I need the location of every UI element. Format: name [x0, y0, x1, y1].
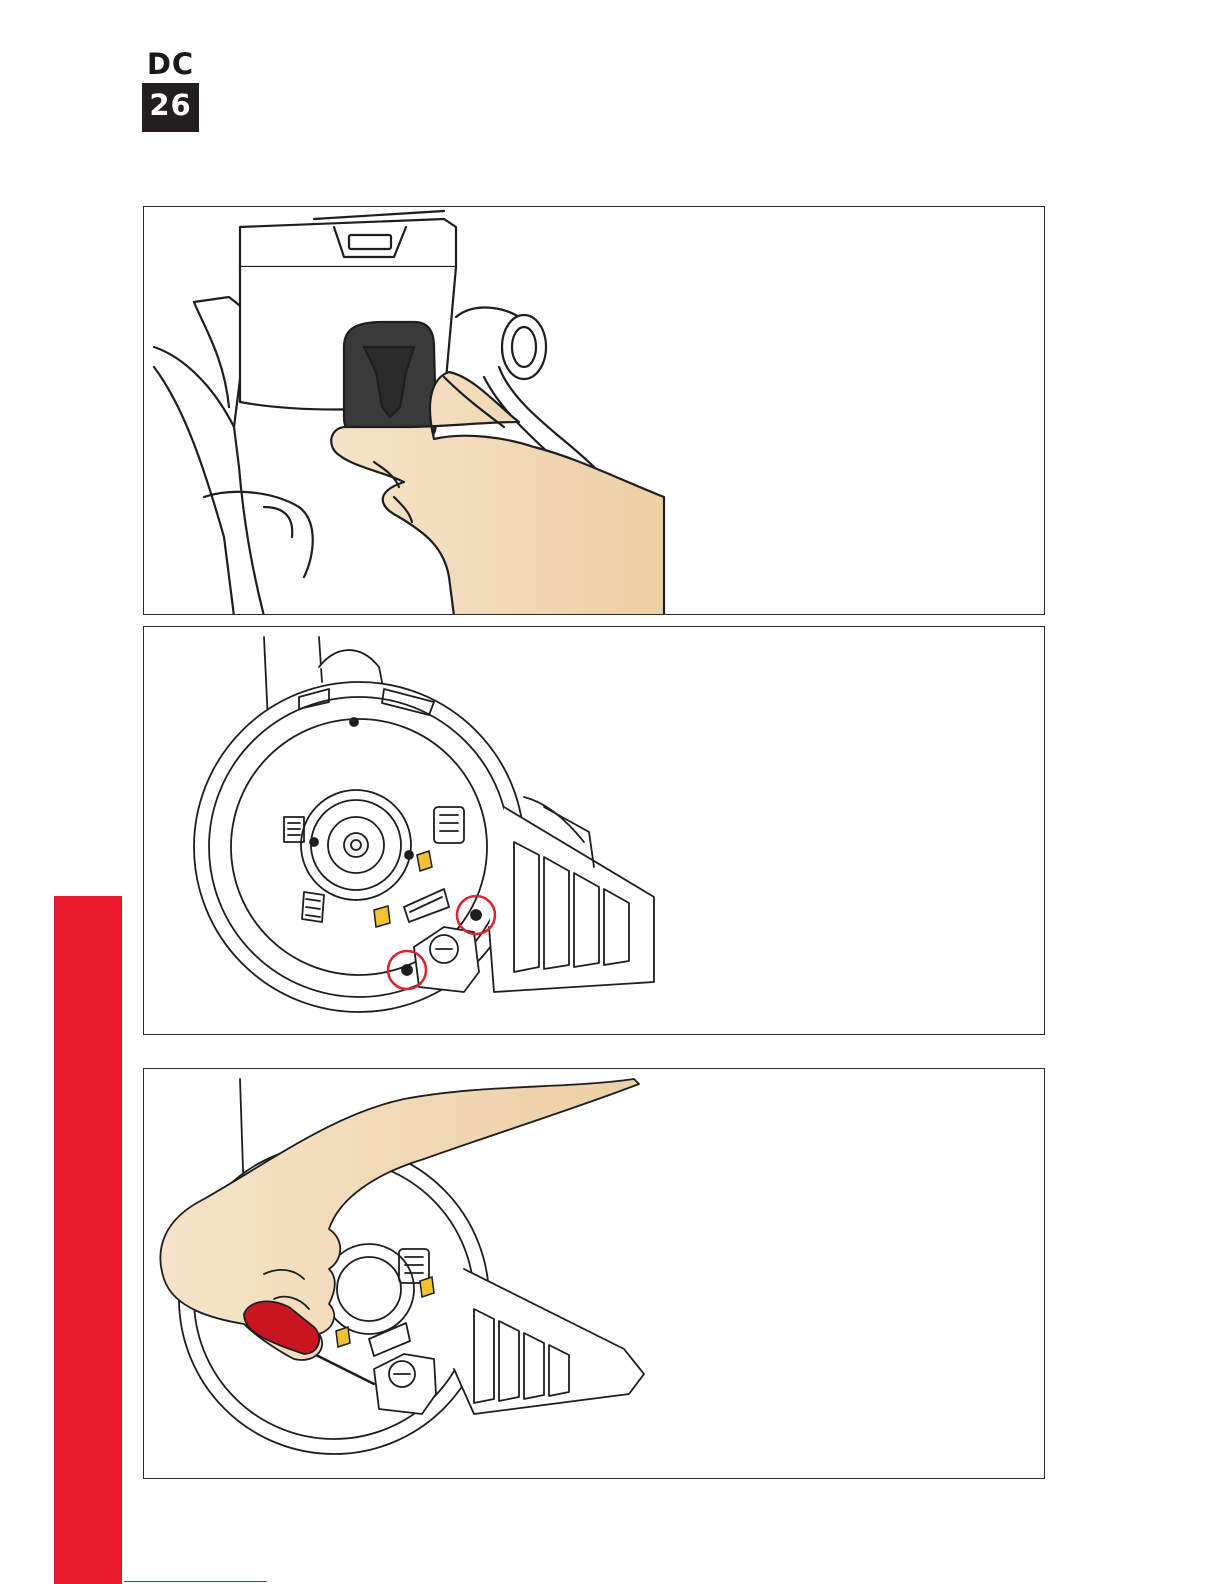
logo-model-number: 26 [142, 83, 199, 132]
footer-link-underline [124, 1581, 267, 1582]
screwdriver-illustration [144, 1069, 1045, 1479]
step-illustration-1 [143, 206, 1045, 615]
step-illustration-2 [143, 626, 1045, 1035]
logo-model-text: DC [142, 47, 199, 81]
dc26-logo: DC 26 [142, 47, 199, 132]
yellow-tab-icon [417, 851, 432, 871]
housing-screws-illustration [144, 627, 1045, 1035]
cyclone-cap-illustration [144, 207, 1045, 615]
step-illustration-3 [143, 1068, 1045, 1479]
section-color-bar [54, 896, 122, 1584]
